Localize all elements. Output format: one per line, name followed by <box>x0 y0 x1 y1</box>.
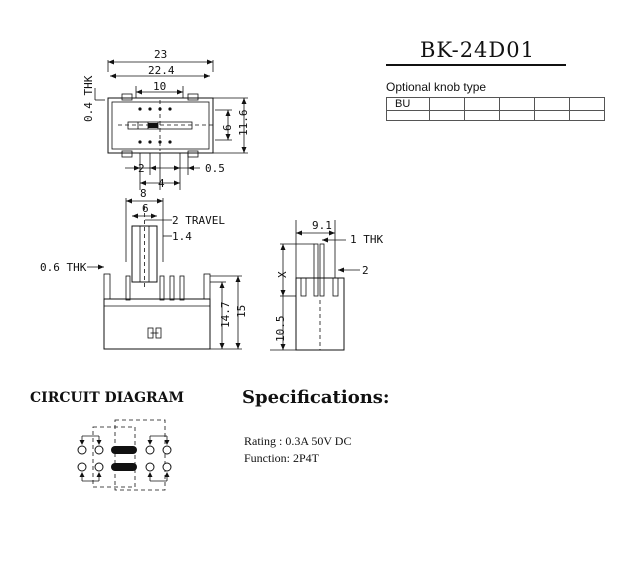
knob-cell-4 <box>499 97 535 111</box>
model-title: BK-24D01 <box>420 38 535 62</box>
dim-6-vertical: 6 <box>221 124 234 131</box>
top-view: 23 22.4 10 0.4 THK <box>82 48 250 190</box>
dim-0-4-thk: 0.4 THK <box>82 75 95 122</box>
front-view: 8 6 2 TRAVEL 1.4 0.6 THK <box>40 187 248 350</box>
dim-4: 4 <box>158 177 165 190</box>
knob-cell-empty <box>464 110 500 121</box>
knob-cell-6 <box>569 97 605 111</box>
knob-cell-empty <box>499 110 535 121</box>
dim-22-4: 22.4 <box>148 64 175 77</box>
knob-cell-2 <box>429 97 465 111</box>
side-view: 9.1 1 THK X 2 10.5 <box>270 219 383 351</box>
knob-cell-1: BU <box>386 97 430 111</box>
dim-0-5: 0.5 <box>205 162 225 175</box>
dim-10-5: 10.5 <box>274 316 287 343</box>
dim-2: 2 <box>138 162 145 175</box>
optional-knob-label: Optional knob type <box>386 80 487 94</box>
dim-9-1: 9.1 <box>312 219 332 232</box>
rating-text: Rating : 0.3A 50V DC <box>244 434 352 448</box>
function-text: Function: 2P4T <box>244 451 320 465</box>
knob-type-table: BU <box>386 97 605 121</box>
dim-23: 23 <box>154 48 167 61</box>
knob-cell-empty <box>386 110 430 121</box>
specifications-heading: Specifications: <box>242 387 390 408</box>
specifications-body: Rating : 0.3A 50V DC Function: 2P4T <box>244 433 351 467</box>
dim-1-4: 1.4 <box>172 230 192 243</box>
dim-6-front: 6 <box>142 202 149 215</box>
dim-14-7: 14.7 <box>219 302 232 329</box>
knob-cell-empty <box>569 110 605 121</box>
dim-x: X <box>276 271 289 278</box>
circuit-diagram <box>77 419 172 491</box>
dim-11-6: 11.6 <box>237 110 250 137</box>
knob-cell-empty <box>429 110 465 121</box>
thk-0-6: 0.6 THK <box>40 261 87 274</box>
dim-2-side: 2 <box>362 264 369 277</box>
knob-cell-3 <box>464 97 500 111</box>
thk-1: 1 THK <box>350 233 383 246</box>
dim-15: 15 <box>235 305 248 318</box>
dim-8: 8 <box>140 187 147 200</box>
travel-label: 2 TRAVEL <box>172 214 225 227</box>
knob-cell-5 <box>534 97 570 111</box>
dim-10: 10 <box>153 80 166 93</box>
circuit-diagram-heading: CIRCUIT DIAGRAM <box>30 390 185 406</box>
knob-cell-empty <box>534 110 570 121</box>
